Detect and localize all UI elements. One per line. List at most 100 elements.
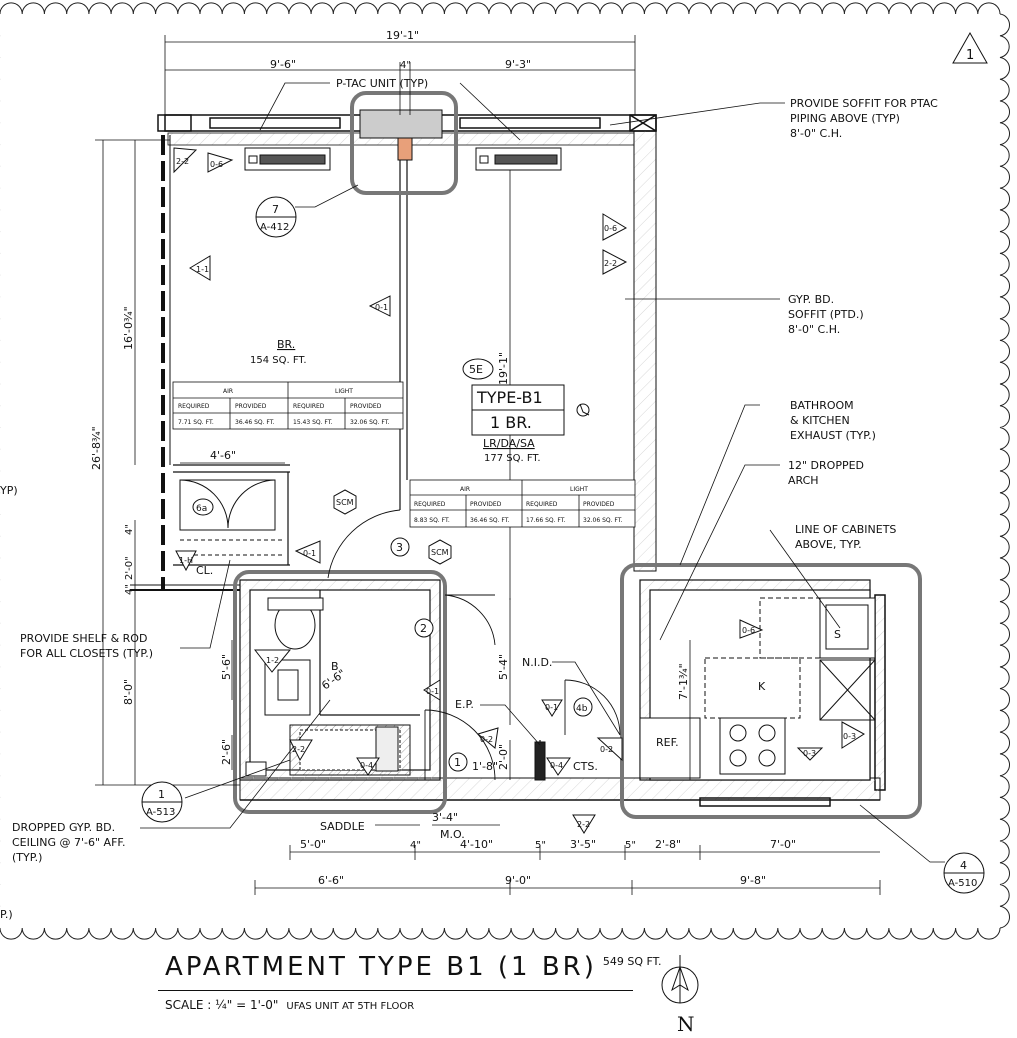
elevation-markers: [173, 147, 865, 834]
kitchen-fixtures: [534, 597, 876, 781]
br-req-2: REQUIRED: [293, 403, 325, 410]
tag-3: 3: [396, 541, 403, 554]
title-main: APARTMENT TYPE B1 (1 BR): [165, 952, 597, 982]
callout-exhaust-1: BATHROOM: [790, 399, 854, 412]
dim-w3: 4": [124, 584, 135, 595]
tag-elev-04a: 0-4: [550, 761, 563, 770]
lr-req-2: REQUIRED: [526, 501, 558, 508]
accessibility-icon: [576, 403, 590, 417]
north-arrow-icon: [661, 955, 699, 1004]
callout-ref: REF.: [656, 736, 679, 749]
lr-val-1: 8.83 SQ. FT.: [414, 517, 450, 524]
dim-b90: 9'-0": [505, 874, 531, 887]
dim-overall: 19'-1": [386, 29, 419, 42]
callout-exhaust-3: EXHAUST (TYP.): [790, 429, 876, 442]
callout-shelf-2: FOR ALL CLOSETS (TYP.): [20, 647, 153, 660]
tag-elev-12: 1-2: [266, 656, 279, 665]
callout-gyp-2: SOFFIT (PTD.): [788, 308, 864, 321]
dim-d35: 3'-5": [570, 838, 596, 851]
lr-prov-2: PROVIDED: [583, 501, 615, 508]
dim-d71: 7'-1¾": [677, 663, 690, 700]
dim-d28: 2'-8": [655, 838, 681, 851]
tag-1: 1: [454, 756, 461, 769]
tag-7-num: 7: [272, 203, 279, 216]
dim-right-top: 9'-3": [505, 58, 531, 71]
table-br: [172, 381, 404, 430]
callout-saddle: SADDLE: [320, 820, 365, 833]
dim-mid-top: 4": [400, 60, 411, 71]
dim-height-br: 16'-0¾": [122, 306, 135, 350]
dim-d50: 5'-0": [300, 838, 326, 851]
table-lr: [409, 479, 636, 528]
dim-mo: 3'-4": [432, 811, 458, 824]
callout-cabinets-1: LINE OF CABINETS: [795, 523, 896, 536]
lr-air: AIR: [460, 486, 470, 493]
tag-scm-2: SCM: [431, 548, 449, 557]
dim-bath-26: 2'-6": [220, 739, 233, 765]
table-lr-text: AIR LIGHT REQUIRED PROVIDED REQUIRED PRO…: [414, 486, 623, 524]
lr-val-3: 17.66 SQ. FT.: [526, 517, 566, 524]
br-val-1: 7.71 SQ. FT.: [178, 419, 214, 426]
room-lr-area: 177 SQ. FT.: [484, 453, 541, 464]
callout-cts: CTS.: [573, 760, 598, 773]
dim-d4a: 4": [410, 840, 421, 851]
title-rule: [158, 990, 633, 991]
tag-text: 7 A-412 1 A-513 4 A-510 3 2 1 4b 6a SCM …: [146, 157, 977, 889]
tag-elev-03b: 0-3: [803, 749, 816, 758]
dim-d18: 1'-8": [472, 760, 498, 773]
tag-4-sheet: A-510: [948, 878, 977, 889]
callout-soffit-3: 8'-0" C.H.: [790, 127, 842, 140]
title-area: 549 SQ FT.: [602, 955, 662, 968]
room-lr-name: LR/DA/SA: [483, 437, 535, 450]
callout-soffit-1: PROVIDE SOFFIT FOR PTAC: [790, 97, 938, 110]
br-val-3: 15.43 SQ. FT.: [293, 419, 333, 426]
revision-cloud: [0, 2, 1011, 940]
north-label: N: [677, 1012, 695, 1036]
tag-elev-01c: 0-1: [426, 687, 439, 696]
unit-type-sub: 1 BR.: [490, 413, 532, 432]
dim-height-bath: 8'-0": [122, 679, 135, 705]
br-air: AIR: [223, 388, 233, 395]
room-labels: BR. 154 SQ. FT. LR/DA/SA 177 SQ. FT. TYP…: [250, 338, 543, 464]
unit-number: 5E: [469, 363, 483, 376]
ufas-text: UFAS UNIT AT 5TH FLOOR: [286, 1001, 415, 1012]
br-val-2: 36.46 SQ. FT.: [235, 419, 275, 426]
callout-cl: CL.: [196, 564, 213, 577]
tag-elev-04b: 0-4: [360, 761, 373, 770]
svg-text:1: 1: [966, 48, 974, 63]
callout-gyp-3: 8'-0" C.H.: [788, 323, 840, 336]
callout-k: K: [758, 680, 766, 693]
callout-ptac: P-TAC UNIT (TYP): [336, 77, 428, 90]
tag-elev-01d: 0-1: [545, 703, 558, 712]
dim-b66: 6'-6": [318, 874, 344, 887]
lr-prov-1: PROVIDED: [470, 501, 502, 508]
br-req-1: REQUIRED: [178, 403, 210, 410]
tag-elev-1h: 1-H: [179, 556, 193, 565]
callout-ceiling-2: CEILING @ 7'-6" AFF.: [12, 836, 125, 849]
revision-triangle: 1: [952, 31, 988, 64]
tag-elev-03a: 0-3: [843, 732, 856, 741]
drawing-title: APARTMENT TYPE B1 (1 BR) 549 SQ FT.: [165, 952, 662, 982]
callout-s: S: [834, 628, 841, 641]
drawing-scale: SCALE : ¼" = 1'-0"UFAS UNIT AT 5TH FLOOR: [165, 998, 414, 1012]
tag-elev-06c: 0-6: [742, 626, 755, 635]
callout-typ-left: YP): [0, 484, 18, 497]
unit-type-box: [462, 358, 565, 436]
br-val-4: 32.06 SQ. FT.: [350, 419, 390, 426]
callout-ep: E.P.: [455, 698, 474, 711]
callout-shelf-1: PROVIDE SHELF & ROD: [20, 632, 147, 645]
ptac-units: [244, 109, 562, 171]
tag-elev-06b: 0-6: [604, 224, 617, 233]
callout-arch-1: 12" DROPPED: [788, 459, 864, 472]
callout-p-left: P.): [0, 908, 13, 921]
callout-arch-2: ARCH: [788, 474, 819, 487]
dim-bath-56: 5'-6": [220, 654, 233, 680]
accessible-zones: [233, 91, 922, 819]
tag-elev-02b: 0-2: [600, 745, 613, 754]
tag-elev-22d: 2-2: [292, 745, 305, 754]
leader-lines: [140, 82, 945, 863]
dim-b98: 9'-8": [740, 874, 766, 887]
dim-d410: 4'-10": [460, 838, 493, 851]
unit-type: TYPE-B1: [476, 388, 543, 407]
table-br-text: AIR LIGHT REQUIRED PROVIDED REQUIRED PRO…: [178, 388, 390, 426]
